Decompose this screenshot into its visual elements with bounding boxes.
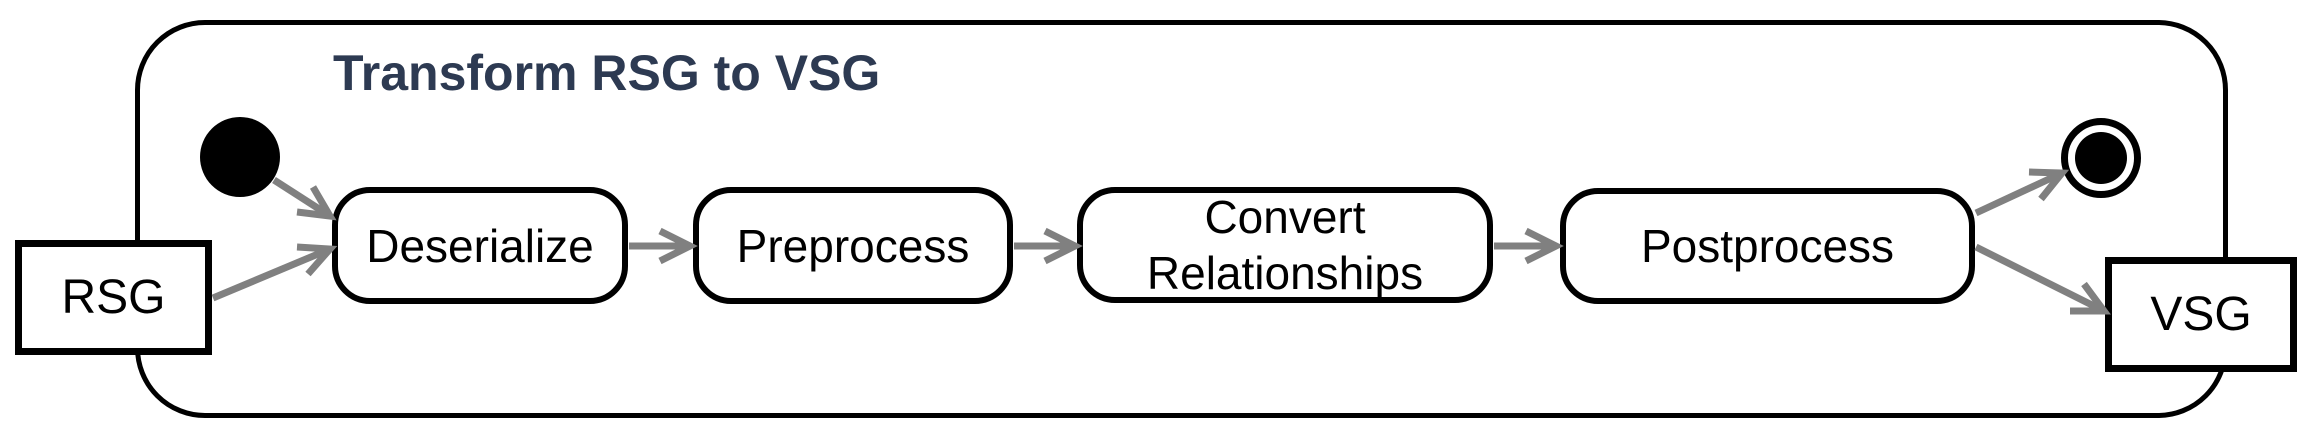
object-node-vsg: VSG: [2105, 257, 2297, 372]
action-node-postprocess-label: Postprocess: [1640, 220, 1895, 272]
initial-state-icon: [200, 117, 280, 197]
object-node-vsg-label: VSG: [2150, 288, 2252, 341]
action-node-preprocess-label: Preprocess: [736, 219, 970, 272]
activity-frame: [135, 20, 2228, 418]
object-node-rsg: RSG: [15, 240, 212, 355]
action-node-postprocess: Postprocess: [1560, 188, 1975, 304]
action-node-deserialize-label: Deserialize: [366, 219, 594, 272]
action-node-preprocess: Preprocess: [693, 187, 1013, 304]
action-node-convert-relationships: Convert Relationships: [1077, 187, 1493, 303]
object-node-rsg-label: RSG: [61, 271, 166, 324]
diagram-title: Transform RSG to VSG: [333, 45, 881, 101]
action-node-convert-relationships-label-line2: Relationships: [1146, 247, 1424, 299]
action-node-deserialize: Deserialize: [332, 187, 628, 304]
final-state-core-icon: [2075, 132, 2127, 184]
action-node-convert-relationships-label-line1: Convert: [1204, 191, 1366, 243]
final-state-icon: [2061, 118, 2141, 198]
